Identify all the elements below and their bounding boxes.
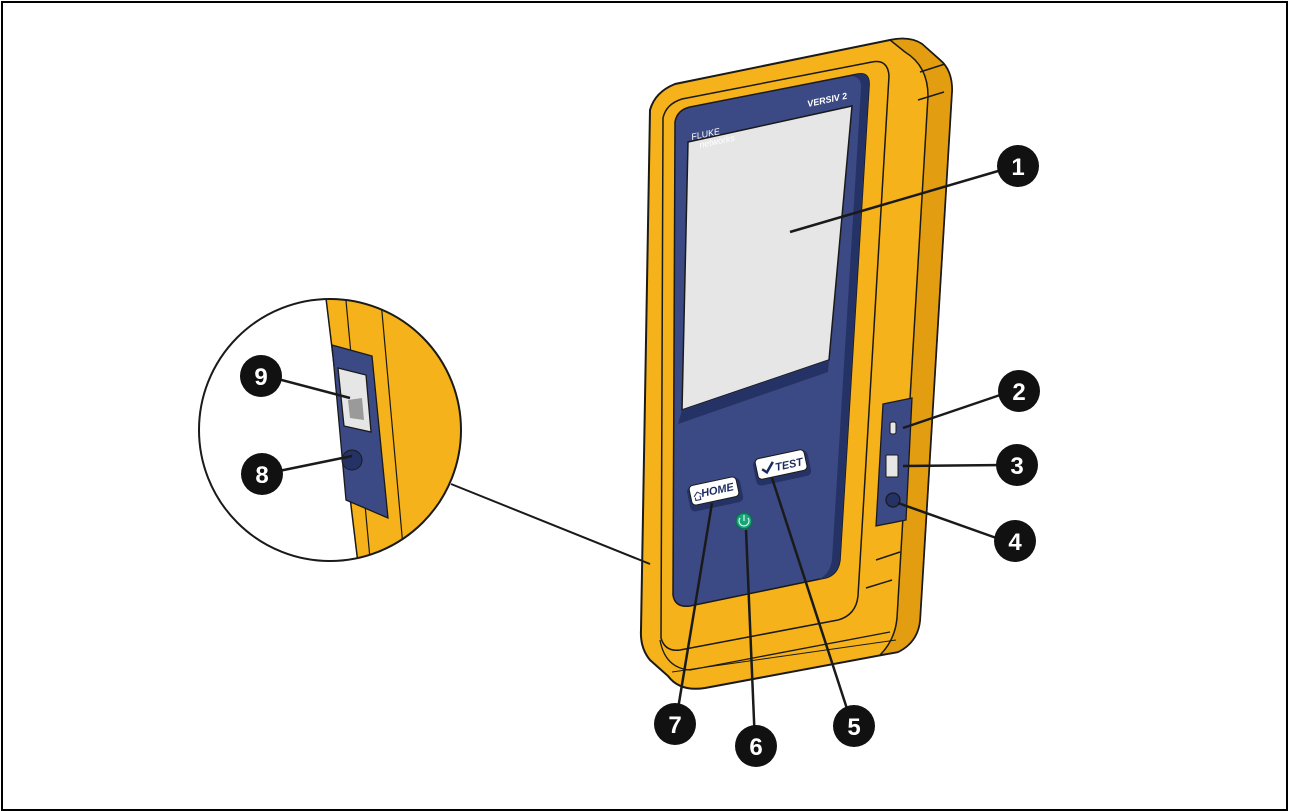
svg-text:4: 4 <box>1008 529 1022 556</box>
callout-9: 9 <box>240 355 282 397</box>
magnifier-leader-line <box>451 484 650 564</box>
callout-3: 3 <box>996 444 1038 486</box>
tester-device: FLUKE networks VERSIV 2 HOME TEST <box>641 39 952 689</box>
svg-text:3: 3 <box>1010 453 1023 480</box>
micro-usb-port[interactable] <box>890 422 896 434</box>
svg-text:6: 6 <box>749 734 762 761</box>
svg-text:7: 7 <box>668 712 681 739</box>
callout-6: 6 <box>735 725 777 767</box>
callout-7: 7 <box>654 703 696 745</box>
callout-1: 1 <box>997 145 1039 187</box>
power-button[interactable] <box>736 513 752 529</box>
headset-jack[interactable] <box>886 493 900 507</box>
svg-text:5: 5 <box>847 714 860 741</box>
usb-port[interactable] <box>886 455 898 477</box>
svg-text:2: 2 <box>1012 379 1025 406</box>
svg-text:8: 8 <box>255 462 268 489</box>
svg-text:1: 1 <box>1011 154 1024 181</box>
callout-5: 5 <box>833 705 875 747</box>
callout-8: 8 <box>241 453 283 495</box>
callout-2: 2 <box>998 370 1040 412</box>
callout-4: 4 <box>994 520 1036 562</box>
svg-text:9: 9 <box>254 364 267 391</box>
magnifier-inset <box>190 290 650 580</box>
talk-button[interactable] <box>342 450 362 470</box>
